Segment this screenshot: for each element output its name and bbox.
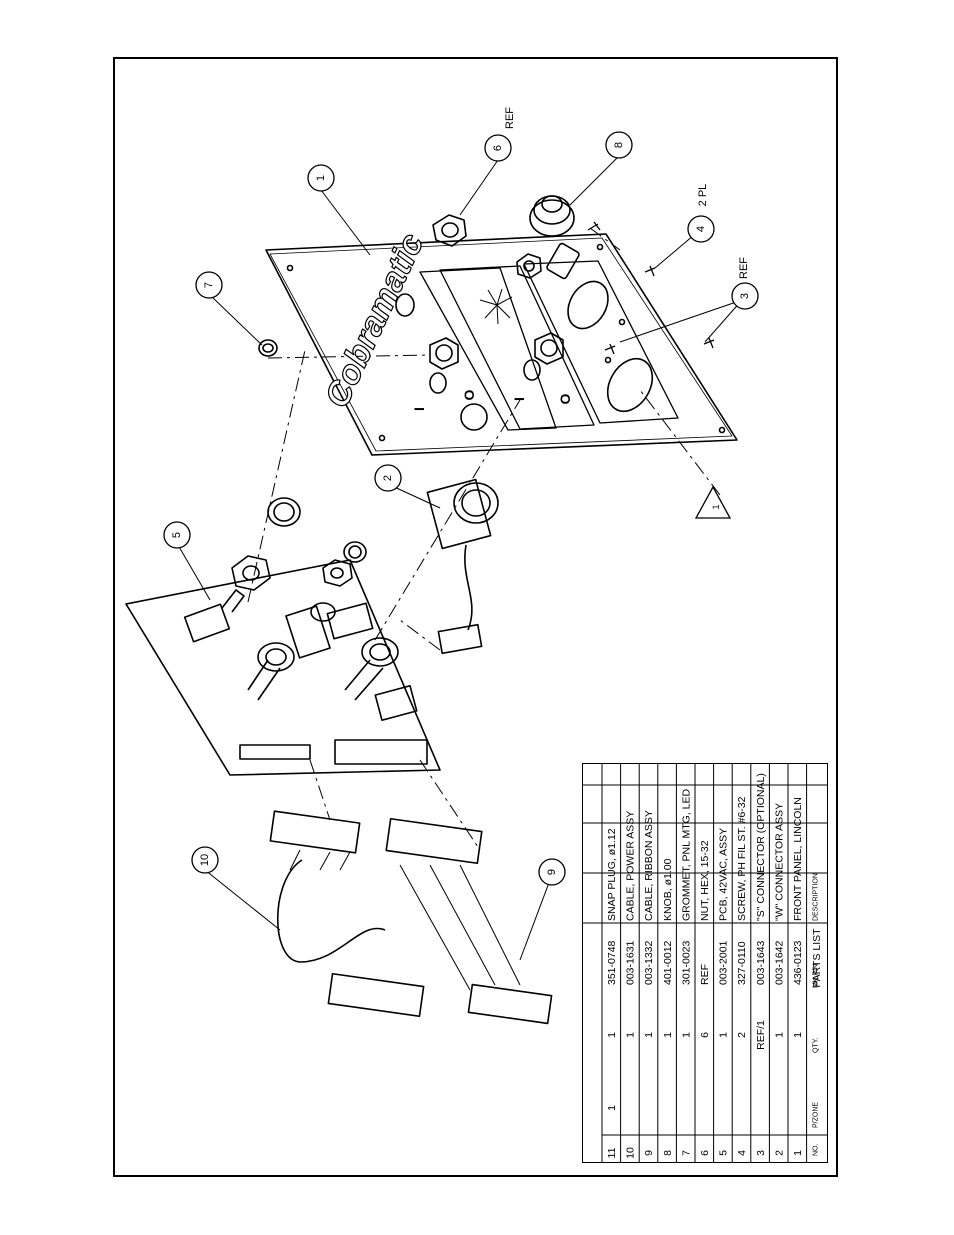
table-cell-no: 5 bbox=[718, 1150, 730, 1156]
callout-balloons bbox=[163, 131, 759, 886]
knob bbox=[529, 195, 575, 237]
table-cell-pzone: 1 bbox=[606, 1105, 618, 1111]
table-header-no: NO. bbox=[813, 1144, 820, 1157]
panel-off-mark: O bbox=[461, 389, 477, 400]
callout-note-4: 2 PL bbox=[697, 184, 709, 207]
callout-label-1: 1 bbox=[315, 175, 327, 181]
power-cable bbox=[269, 810, 425, 1018]
pcb-assembly bbox=[125, 559, 441, 776]
callout-label-10: 10 bbox=[199, 854, 211, 866]
snap-plug bbox=[258, 339, 278, 357]
table-cell-no: 4 bbox=[736, 1150, 748, 1156]
callout-label-7: 7 bbox=[203, 282, 215, 288]
callout-10 bbox=[191, 846, 219, 874]
table-cell-no: 9 bbox=[643, 1150, 655, 1156]
callout-6 bbox=[484, 134, 512, 162]
hex-nuts-group bbox=[231, 214, 542, 591]
table-cell-desc: NUT, HEX, 15-32 bbox=[699, 840, 711, 921]
table-cell-qty: 1 bbox=[792, 1032, 804, 1038]
table-header-pzone: P/ZONE bbox=[813, 1102, 820, 1128]
panel-on-mark-2: I bbox=[511, 397, 527, 401]
table-cell-desc: "S" CONNECTOR (OPTIONAL) bbox=[755, 773, 767, 921]
callout-note-3: REF bbox=[738, 257, 750, 279]
assembly-centerlines bbox=[247, 227, 721, 851]
table-cell-qty: 1 bbox=[680, 1032, 692, 1038]
table-cell-mk: 401-0012 bbox=[662, 940, 674, 985]
table-cell-no: 11 bbox=[606, 1147, 618, 1158]
callout-label-4: 4 bbox=[695, 226, 707, 232]
callout-label-5: 5 bbox=[171, 532, 183, 538]
table-cell-mk: 351-0748 bbox=[606, 940, 618, 985]
table-cell-mk: 003-1642 bbox=[773, 940, 785, 985]
w-connector bbox=[426, 478, 499, 655]
callout-label-2: 2 bbox=[382, 475, 394, 481]
table-cell-desc: "W" CONNECTOR ASSY bbox=[773, 803, 785, 921]
table-cell-qty: 1 bbox=[643, 1032, 655, 1038]
callout-3 bbox=[731, 282, 759, 310]
screws bbox=[587, 221, 715, 355]
table-cell-qty: 2 bbox=[736, 1032, 748, 1038]
callout-note-6: REF bbox=[504, 107, 516, 129]
table-cell-qty: 1 bbox=[625, 1032, 637, 1038]
table-cell-qty: 6 bbox=[699, 1032, 711, 1038]
table-cell-no: 2 bbox=[773, 1150, 785, 1156]
leader-lines bbox=[177, 154, 743, 961]
brand-lettering: Cobramatic bbox=[318, 228, 432, 414]
table-cell-desc: FRONT PANEL, LINCOLN bbox=[792, 797, 804, 921]
table-cell-mk: REF bbox=[699, 964, 711, 985]
callout-label-8: 8 bbox=[613, 142, 625, 148]
callout-label-6: 6 bbox=[492, 145, 504, 151]
table-cell-qty: 1 bbox=[718, 1032, 730, 1038]
table-cell-qty: 1 bbox=[773, 1032, 785, 1038]
table-cell-no: 8 bbox=[662, 1150, 674, 1156]
table-cell-mk: 003-1631 bbox=[625, 940, 637, 985]
parts-list-title: PARTS LIST bbox=[811, 928, 823, 988]
table-cell-no: 1 bbox=[792, 1150, 804, 1156]
table-cell-mk: 003-1643 bbox=[755, 940, 767, 985]
front-panel bbox=[265, 233, 738, 456]
panel-on-mark: I bbox=[411, 407, 427, 411]
callout-triangle-label: 1 bbox=[711, 504, 721, 509]
table-cell-qty: 1 bbox=[662, 1032, 674, 1038]
table-cell-mk: 436-0123 bbox=[792, 940, 804, 985]
table-cell-qty: REF/1 bbox=[755, 1020, 767, 1050]
table-cell-mk: 301-0023 bbox=[680, 940, 692, 985]
table-cell-no: 10 bbox=[625, 1147, 637, 1159]
table-cell-mk: 327-0110 bbox=[736, 941, 748, 985]
callout-1 bbox=[307, 164, 335, 192]
callout-9 bbox=[538, 858, 566, 886]
table-cell-desc: SCREW, PH FIL ST. #6-32 bbox=[736, 796, 748, 921]
ribbon-cable bbox=[385, 817, 553, 1025]
panel-off-mark-2: O bbox=[557, 393, 573, 404]
table-header-desc: DESCRIPTION bbox=[813, 873, 820, 921]
table-cell-desc: CABLE, POWER ASSY bbox=[625, 811, 637, 921]
table-cell-no: 3 bbox=[755, 1150, 767, 1156]
table-cell-no: 6 bbox=[699, 1150, 711, 1156]
callout-4 bbox=[687, 215, 715, 243]
callout-5 bbox=[163, 521, 191, 549]
table-cell-mk: 003-2001 bbox=[718, 940, 730, 985]
table-header-mk: MK P/N bbox=[813, 964, 820, 988]
drawing-border bbox=[113, 57, 838, 1177]
callout-label-3: 3 bbox=[739, 293, 751, 299]
callout-label-9: 9 bbox=[546, 869, 558, 875]
table-cell-no: 7 bbox=[680, 1150, 692, 1156]
callout-triangle-1 bbox=[694, 485, 732, 519]
table-cell-desc: GROMMET, PNL MTG, LED bbox=[680, 789, 692, 921]
callout-7 bbox=[195, 271, 223, 299]
table-cell-desc: CABLE, RIBBON ASSY bbox=[643, 810, 655, 921]
callout-2 bbox=[374, 464, 402, 492]
table-cell-desc: SNAP PLUG, ø1.12 bbox=[606, 828, 618, 921]
table-cell-mk: 003-1332 bbox=[643, 940, 655, 985]
table-cell-desc: KNOB, ø1.00 bbox=[662, 858, 674, 921]
table-cell-qty: 1 bbox=[606, 1032, 618, 1038]
table-cell-desc: PCB, 42VAC, ASSY bbox=[718, 828, 730, 921]
callout-8 bbox=[605, 131, 633, 159]
table-header-qty: QTY. bbox=[813, 1038, 820, 1053]
